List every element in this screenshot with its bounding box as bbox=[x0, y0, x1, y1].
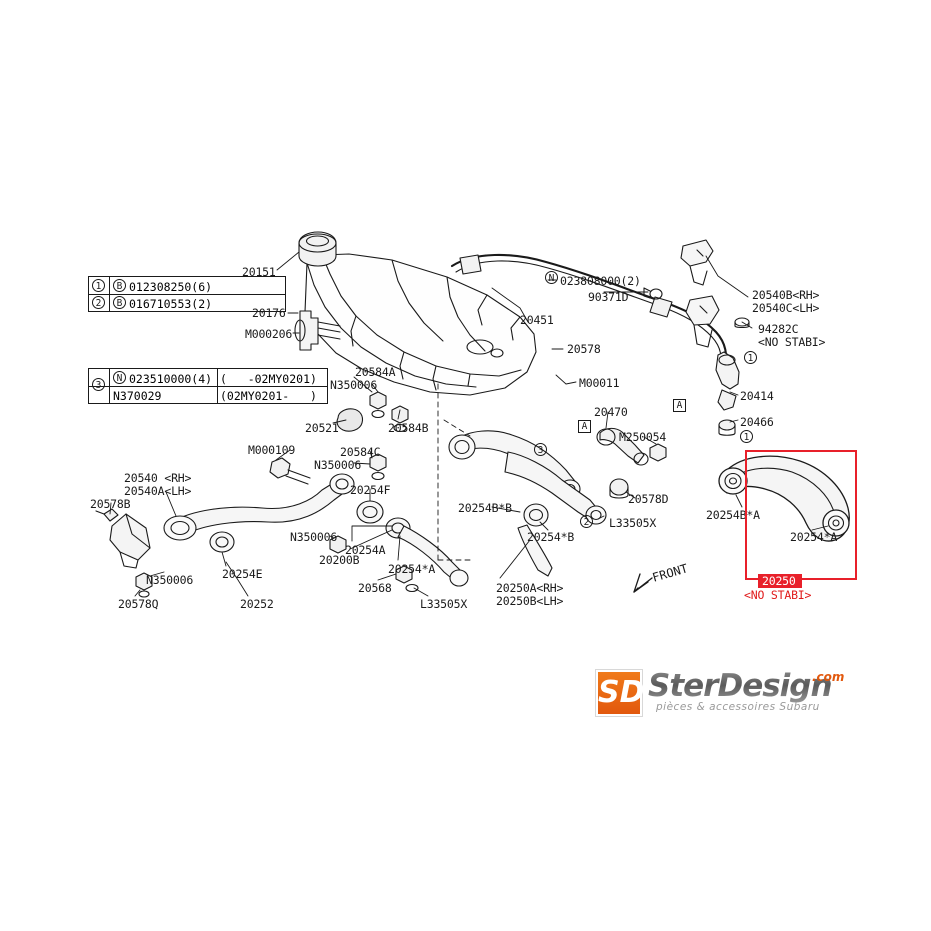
part-label-20254-b: 20254*B bbox=[527, 530, 575, 544]
part-label-20540c-lh: 20540C<LH> bbox=[752, 301, 820, 315]
legend-table-1: 1 2 B B 012308250(6) 016710553(2) bbox=[88, 276, 286, 312]
part-label-l33505x-a: L33505X bbox=[420, 597, 468, 611]
callout-circle-4: 2 bbox=[580, 515, 593, 528]
part-label-20521: 20521 bbox=[305, 421, 339, 435]
legend-code-2: 016710553(2) bbox=[129, 297, 213, 311]
part-label-n350006-d: N350006 bbox=[146, 573, 194, 587]
legend-table-2: 3 N 023510000(4) N370029 ( -02MY0201) (0… bbox=[88, 368, 328, 404]
legend-marker-3: 3 bbox=[92, 378, 105, 391]
part-label-20414: 20414 bbox=[740, 389, 774, 403]
part-label-m000109: M000109 bbox=[248, 443, 296, 457]
part-label-20584a: 20584A bbox=[355, 365, 396, 379]
watermark: SD SterDesign .com pièces & accessoires … bbox=[596, 668, 874, 720]
part-label-20250b-lh: 20250B<LH> bbox=[496, 594, 564, 608]
legend-marker-1: 1 bbox=[92, 279, 105, 292]
part-label-023808000: 023808000(2) bbox=[560, 274, 641, 288]
callout-circle-2: 1 bbox=[740, 430, 753, 443]
part-label-20254e: 20254E bbox=[222, 567, 263, 581]
part-label-m250054: M250054 bbox=[619, 430, 667, 444]
legend-code-4: N370029 bbox=[113, 389, 162, 403]
part-label-20151: 20151 bbox=[242, 265, 276, 279]
part-label-20470: 20470 bbox=[594, 405, 628, 419]
part-label-20540a-lh: 20540A<LH> bbox=[124, 484, 192, 498]
part-label-l33505x-b: L33505X bbox=[609, 516, 657, 530]
watermark-tld: .com bbox=[812, 670, 845, 684]
callout-letter-a-2: A bbox=[673, 399, 686, 412]
part-label-20578b: 20578B bbox=[90, 497, 131, 511]
part-label-20578d: 20578D bbox=[628, 492, 669, 506]
legend-prefix-n-1: N bbox=[113, 371, 126, 384]
part-label-m000206: M000206 bbox=[245, 327, 293, 341]
callout-circle-n-1: N bbox=[545, 271, 558, 284]
part-label-20578q: 20578Q bbox=[118, 597, 159, 611]
part-label-94282c-note: <NO STABI> bbox=[758, 335, 826, 349]
part-label-20568: 20568 bbox=[358, 581, 392, 595]
part-label-20584b: 20584B bbox=[388, 421, 429, 435]
part-label-20254a: 20254A bbox=[345, 543, 386, 557]
part-label-20254-a2: 20254*A bbox=[790, 530, 838, 544]
part-label-20540b-rh: 20540B<RH> bbox=[752, 288, 820, 302]
part-label-20254-a: 20254*A bbox=[388, 562, 436, 576]
legend-note-1: ( -02MY0201) bbox=[220, 372, 317, 386]
watermark-badge-text: SD bbox=[598, 675, 645, 710]
part-label-20250-red: 20250 bbox=[762, 574, 796, 588]
highlight-label-background bbox=[758, 574, 802, 588]
watermark-name: SterDesign bbox=[648, 668, 833, 704]
part-label-20176: 20176 bbox=[252, 306, 286, 320]
legend-code-1: 012308250(6) bbox=[129, 280, 213, 294]
part-label-20540-rh: 20540 <RH> bbox=[124, 471, 192, 485]
callout-circle-3: 3 bbox=[534, 443, 547, 456]
callout-letter-a-1: A bbox=[578, 420, 591, 433]
part-label-20250-note-red: <NO STABI> bbox=[744, 588, 812, 602]
legend-code-3: 023510000(4) bbox=[129, 372, 213, 386]
part-label-20200b: 20200B bbox=[319, 553, 360, 567]
part-label-n350006-c: N350006 bbox=[290, 530, 338, 544]
highlight-box-20250 bbox=[745, 450, 857, 580]
part-label-n350006-b: N350006 bbox=[314, 458, 362, 472]
callout-circle-1: 1 bbox=[744, 351, 757, 364]
part-label-20252: 20252 bbox=[240, 597, 274, 611]
legend-prefix-b-2: B bbox=[113, 296, 126, 309]
part-label-20466: 20466 bbox=[740, 415, 774, 429]
part-label-94282c: 94282C bbox=[758, 322, 799, 336]
part-label-20451: 20451 bbox=[520, 313, 554, 327]
part-label-n350006-a: N350006 bbox=[330, 378, 378, 392]
legend-note-2: (02MY0201- ) bbox=[220, 389, 317, 403]
part-label-20584c: 20584C bbox=[340, 445, 381, 459]
watermark-badge: SD bbox=[596, 670, 645, 716]
part-label-20250a-rh: 20250A<RH> bbox=[496, 581, 564, 595]
legend-prefix-b-1: B bbox=[113, 279, 126, 292]
part-label-20578: 20578 bbox=[567, 342, 601, 356]
part-label-20254b-b: 20254B*B bbox=[458, 501, 512, 515]
part-label-90371d: 90371D bbox=[588, 290, 629, 304]
watermark-tagline: pièces & accessoires Subaru bbox=[656, 701, 820, 713]
legend-marker-2: 2 bbox=[92, 296, 105, 309]
part-label-m00011: M00011 bbox=[579, 376, 620, 390]
part-label-20254f: 20254F bbox=[350, 483, 391, 497]
